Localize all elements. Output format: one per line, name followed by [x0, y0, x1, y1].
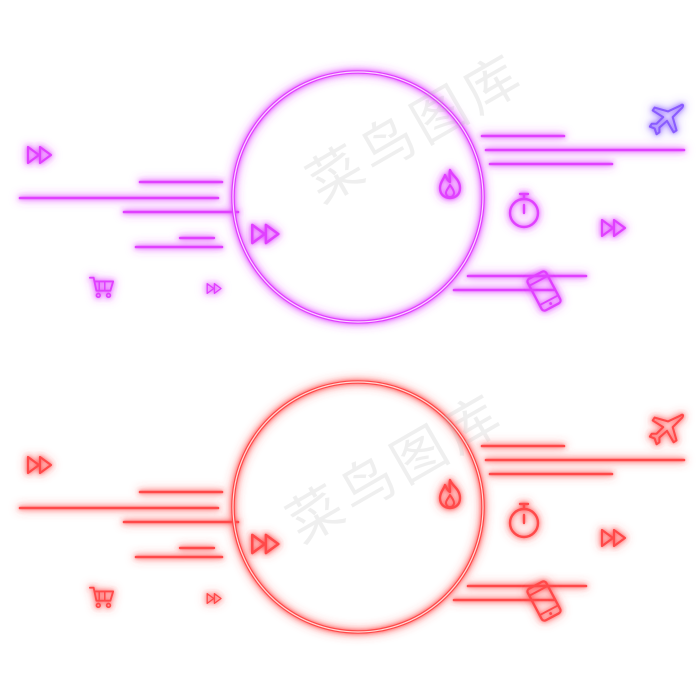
flame-icon: [438, 478, 462, 510]
flame-icon: [438, 168, 462, 200]
stopwatch-icon: [508, 192, 540, 229]
fast-forward-icon: [26, 455, 53, 475]
fast-forward-icon: [250, 533, 280, 555]
stopwatch-icon: [508, 502, 540, 539]
airplane-icon: [648, 413, 685, 446]
fast-forward-icon: [250, 223, 280, 245]
fast-forward-icon: [26, 145, 53, 165]
shopping-cart-icon: [88, 276, 115, 299]
magenta-neon-frame: [18, 70, 686, 324]
fast-forward-icon: [206, 282, 222, 295]
fast-forward-icon: [600, 528, 627, 548]
fast-forward-icon: [600, 218, 627, 238]
fast-forward-icon: [206, 592, 222, 605]
shopping-cart-icon: [88, 586, 115, 609]
coral-neon-frame: [18, 380, 686, 634]
airplane-icon: [648, 103, 685, 136]
